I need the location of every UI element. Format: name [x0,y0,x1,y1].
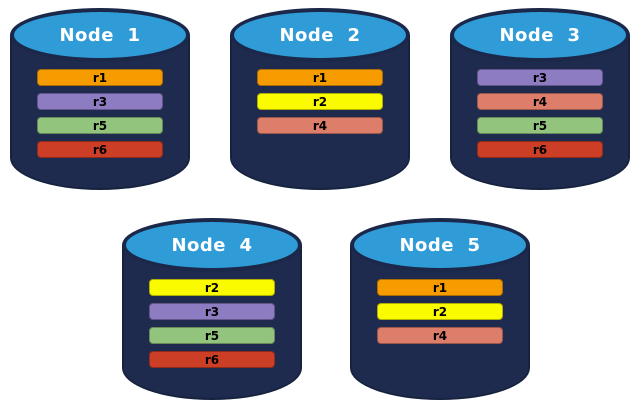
replica-bar-r3: r3 [37,93,163,110]
node-cylinder-4: Node 4 r2 r3 r5 r6 [122,218,302,400]
replica-bar-r3: r3 [149,303,275,320]
node-label: Node 4 [171,234,253,256]
node-label: Node 5 [399,234,481,256]
replica-bar-r1: r1 [377,279,503,296]
node-label: Node 3 [499,24,581,46]
replica-bar-r1: r1 [257,69,383,86]
replica-list: r1 r2 r4 [257,69,383,134]
node-cylinder-5: Node 5 r1 r2 r4 [350,218,530,400]
node-label: Node 1 [59,24,141,46]
replica-bar-r2: r2 [149,279,275,296]
replica-bar-r5: r5 [37,117,163,134]
replica-list: r2 r3 r5 r6 [149,279,275,368]
replica-bar-r3: r3 [477,69,603,86]
replica-bar-r1: r1 [37,69,163,86]
replica-bar-r4: r4 [477,93,603,110]
node-label: Node 2 [279,24,361,46]
replica-bar-r2: r2 [377,303,503,320]
cylinder-top: Node 3 [450,8,630,62]
replica-list: r1 r3 r5 r6 [37,69,163,158]
replica-list: r3 r4 r5 r6 [477,69,603,158]
node-cylinder-3: Node 3 r3 r4 r5 r6 [450,8,630,190]
replica-list: r1 r2 r4 [377,279,503,344]
replica-bar-r6: r6 [37,141,163,158]
node-row-bottom: Node 4 r2 r3 r5 r6 Node 5 r1 r2 r4 [122,218,530,400]
cylinder-top: Node 4 [122,218,302,272]
replica-bar-r4: r4 [377,327,503,344]
replica-bar-r6: r6 [149,351,275,368]
node-cylinder-1: Node 1 r1 r3 r5 r6 [10,8,190,190]
cylinder-top: Node 2 [230,8,410,62]
replica-bar-r2: r2 [257,93,383,110]
replica-bar-r4: r4 [257,117,383,134]
cylinder-top: Node 1 [10,8,190,62]
cylinder-top: Node 5 [350,218,530,272]
node-cylinder-2: Node 2 r1 r2 r4 [230,8,410,190]
replica-bar-r6: r6 [477,141,603,158]
replica-bar-r5: r5 [149,327,275,344]
replica-bar-r5: r5 [477,117,603,134]
